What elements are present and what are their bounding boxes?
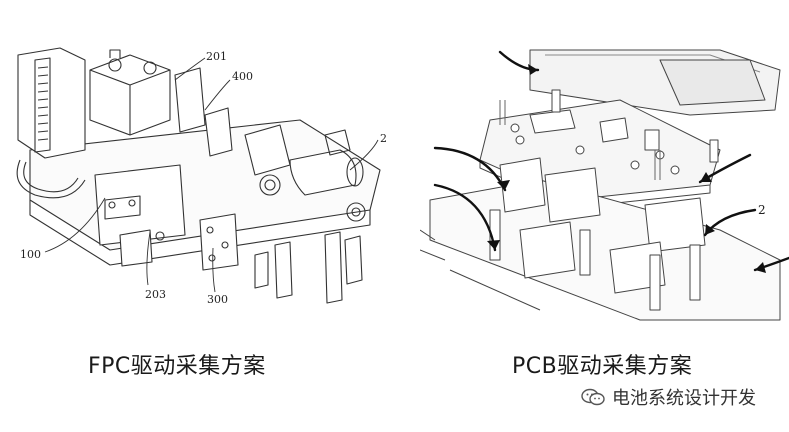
wechat-icon (581, 388, 605, 406)
label-2-right: 2 (758, 203, 766, 217)
pcb-drawing: 2 (419, 49, 789, 321)
pcb-caption: PCB驱动采集方案 (512, 354, 693, 379)
watermark: 电池系统设计开发 (580, 384, 756, 410)
label-300: 300 (207, 293, 228, 306)
label-400: 400 (232, 70, 253, 83)
fpc-diagram: 201 400 2 100 203 300 (0, 0, 395, 340)
fpc-drawing: 201 400 2 100 203 300 (16, 47, 387, 306)
fpc-caption: FPC驱动采集方案 (88, 354, 266, 379)
label-100: 100 (20, 248, 41, 261)
label-203: 203 (145, 288, 166, 301)
watermark-text: 电池系统设计开发 (612, 388, 756, 409)
label-2-left: 2 (380, 132, 387, 145)
label-201: 201 (206, 50, 227, 63)
pcb-diagram: 2 (419, 0, 789, 340)
